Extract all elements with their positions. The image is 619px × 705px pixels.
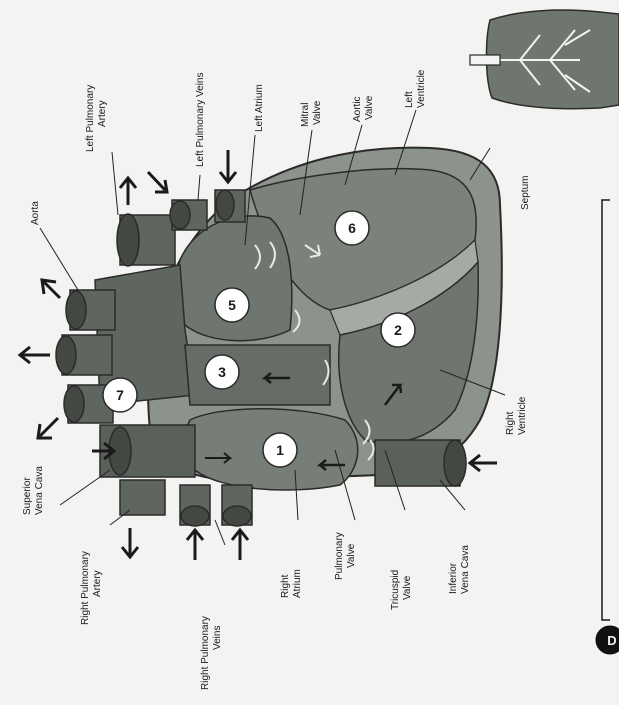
leader-superior-vena-cava: [60, 470, 110, 505]
circle-1: 1: [263, 433, 297, 467]
label-right-pulmonary-veins: Right Pulmonary Veins: [200, 613, 223, 690]
label-aorta: Aorta: [30, 201, 41, 225]
circle-1-number: 1: [276, 442, 284, 458]
right-pulmonary-vein-1-opening: [181, 506, 209, 526]
circle-7-number: 7: [116, 387, 124, 403]
label-left-pulmonary-artery: Left Pulmonary Artery: [85, 82, 108, 152]
label-septum: Septum: [520, 176, 531, 210]
arrow-rpv-in-1: [187, 530, 203, 560]
answer-box: [602, 200, 610, 620]
right-pulmonary-artery-vessel: [120, 480, 165, 515]
right-pulmonary-vein-2-opening: [223, 506, 251, 526]
aortic-branch-3-opening: [64, 386, 84, 422]
aorta-opening: [117, 214, 139, 266]
label-inferior-vena-cava: Inferior Vena Cava: [448, 545, 471, 594]
leader-left-pulmonary-artery: [112, 152, 118, 215]
label-left-pulmonary-veins: Left Pulmonary Veins: [195, 73, 206, 168]
left-pulmonary-vein-upper-opening: [170, 201, 190, 229]
arrow-branch-1: [42, 280, 60, 298]
circle-5: 5: [215, 288, 249, 322]
label-right-pulmonary-artery: Right Pulmonary Artery: [80, 548, 103, 625]
arrow-rpv-in-2: [232, 530, 248, 560]
arrow-branch-2: [20, 347, 50, 363]
circle-3-number: 3: [218, 364, 226, 380]
label-left-ventricle: Left Ventricle: [404, 69, 427, 108]
aortic-branch-1-opening: [66, 291, 86, 329]
label-mitral-valve: Mitral Valve: [300, 100, 323, 127]
trachea: [470, 55, 500, 65]
corner-badge-letter: D: [607, 633, 616, 648]
label-pulmonary-valve: Pulmonary Valve: [334, 529, 357, 580]
lungs-thumbnail: [470, 10, 619, 109]
aortic-branch-2-opening: [56, 336, 76, 374]
circle-7: 7: [103, 378, 137, 412]
circle-6-number: 6: [348, 220, 356, 236]
label-tricuspid-valve: Tricuspid Valve: [390, 567, 413, 610]
label-left-atrium: Left Atrium: [254, 84, 265, 132]
inferior-vena-cava-opening: [444, 440, 466, 486]
label-right-ventricle: Right Ventricle: [505, 396, 528, 435]
circle-2-number: 2: [394, 322, 402, 338]
arrow-branch-3: [38, 418, 58, 438]
corner-badge: D: [596, 626, 619, 654]
label-right-atrium: Right Atrium: [280, 569, 303, 598]
arrow-lpv-in-2: [220, 150, 236, 182]
left-pulmonary-vein-lower-opening: [216, 190, 234, 220]
label-aortic-valve: Aortic Valve: [352, 94, 375, 122]
label-superior-vena-cava: Superior Vena Cava: [22, 466, 45, 515]
arrow-aorta-out: [120, 178, 136, 205]
circle-2: 2: [381, 313, 415, 347]
circle-5-number: 5: [228, 297, 236, 313]
circle-3: 3: [205, 355, 239, 389]
leader-left-pulmonary-veins: [198, 175, 200, 200]
arrow-rpa-out: [122, 528, 138, 557]
circle-6: 6: [335, 211, 369, 245]
arrow-ivc-in: [470, 455, 497, 471]
arrow-lpv-in-1: [148, 172, 167, 192]
